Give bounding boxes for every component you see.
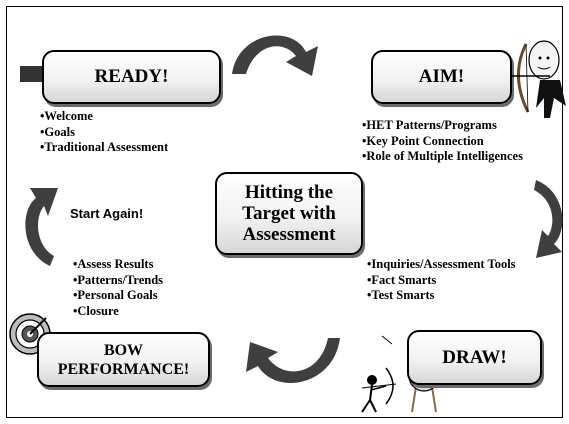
aim-list: HET Patterns/Programs Key Point Connecti… (362, 118, 523, 165)
bow-list: Assess Results Patterns/Trends Personal … (73, 257, 163, 319)
cycle-arrow-icon (25, 188, 58, 266)
archer-icon (512, 40, 566, 118)
list-item: Welcome (40, 109, 168, 125)
list-item: Fact Smarts (367, 273, 516, 289)
archer-icon (361, 335, 397, 413)
list-item: Personal Goals (73, 288, 163, 304)
draw-box: DRAW! (407, 330, 542, 385)
list-item: Traditional Assessment (40, 140, 168, 156)
cycle-arrow-icon (246, 338, 340, 383)
list-item: Assess Results (73, 257, 163, 273)
ready-list: Welcome Goals Traditional Assessment (40, 109, 168, 156)
list-item: HET Patterns/Programs (362, 118, 523, 134)
aim-box: AIM! (371, 50, 512, 104)
list-item: Patterns/Trends (73, 273, 163, 289)
start-again-label: Start Again! (70, 206, 144, 221)
list-item: Key Point Connection (362, 134, 523, 150)
bow-label: BOW PERFORMANCE! (57, 341, 190, 378)
list-item: Closure (73, 304, 163, 320)
center-title: Hitting the Target with Assessment (242, 182, 336, 245)
aim-label: AIM! (418, 66, 465, 87)
draw-list: Inquiries/Assessment Tools Fact Smarts T… (367, 257, 516, 304)
ready-box: READY! (42, 50, 221, 104)
cycle-arrow-icon (534, 180, 563, 258)
center-box: Hitting the Target with Assessment (215, 172, 363, 255)
bow-box: BOW PERFORMANCE! (37, 332, 210, 387)
draw-label: DRAW! (442, 346, 507, 368)
slide-frame (6, 6, 563, 418)
list-item: Inquiries/Assessment Tools (367, 257, 515, 273)
ready-label: READY! (94, 66, 169, 87)
list-item: Role of Multiple Intelligences (362, 149, 523, 165)
list-item: Goals (40, 125, 168, 141)
list-item: Test Smarts (367, 288, 516, 304)
cycle-arrow-icon (232, 35, 318, 76)
